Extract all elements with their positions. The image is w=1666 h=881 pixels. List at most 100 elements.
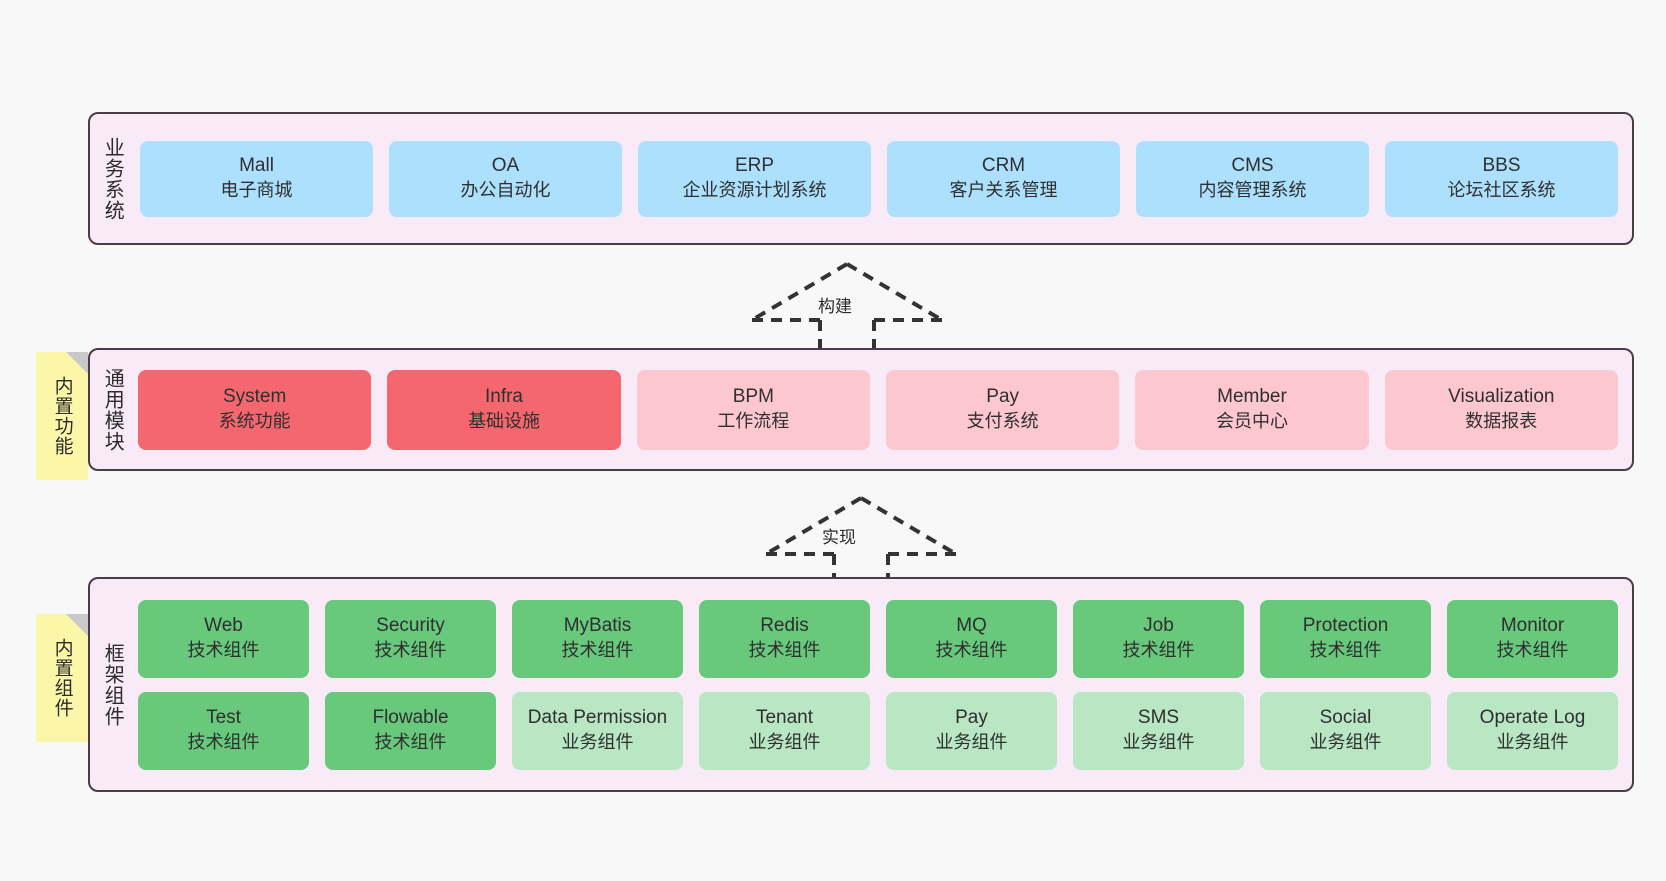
node-visualization-en: Visualization [1448, 386, 1555, 408]
layer-framework-component: 框架组件 Web 技术组件 Security 技术组件 MyBatis 技术组件… [88, 577, 1634, 792]
layer-title-framework-component: 框架组件 [101, 642, 124, 727]
node-operate-log-en: Operate Log [1479, 707, 1586, 729]
node-visualization-cn: 数据报表 [1465, 411, 1538, 432]
node-protection-cn: 技术组件 [1309, 640, 1382, 661]
node-mq[interactable]: MQ 技术组件 [886, 599, 1057, 678]
node-tenant-cn: 业务组件 [748, 732, 821, 753]
node-bpm-cn: 工作流程 [717, 411, 790, 432]
common-module-row: System 系统功能 Infra 基础设施 BPM 工作流程 Pay 支付系统… [138, 369, 1618, 450]
node-cms-cn: 内容管理系统 [1198, 180, 1307, 201]
node-data-permission-cn: 业务组件 [561, 732, 634, 753]
node-bbs[interactable]: BBS 论坛社区系统 [1385, 140, 1618, 217]
node-pay-common-en: Pay [986, 386, 1020, 408]
node-web-cn: 技术组件 [187, 640, 260, 661]
node-cms-en: CMS [1231, 155, 1274, 177]
node-redis-cn: 技术组件 [748, 640, 821, 661]
node-data-permission-en: Data Permission [527, 707, 668, 729]
node-pay-common-cn: 支付系统 [966, 411, 1039, 432]
node-sms-cn: 业务组件 [1122, 732, 1195, 753]
node-pay-framework-en: Pay [955, 707, 988, 729]
node-pay-common[interactable]: Pay 支付系统 [885, 369, 1120, 450]
node-redis[interactable]: Redis 技术组件 [699, 599, 870, 678]
node-bbs-cn: 论坛社区系统 [1447, 180, 1556, 201]
node-mybatis[interactable]: MyBatis 技术组件 [512, 599, 683, 678]
note-builtin-functions: 内置功能 [36, 352, 88, 480]
node-bbs-en: BBS [1482, 155, 1521, 177]
node-crm[interactable]: CRM 客户关系管理 [887, 140, 1120, 217]
layer-body-business-system: Mall 电子商城 OA 办公自动化 ERP 企业资源计划系统 CRM 客户关系… [134, 114, 1632, 243]
node-monitor[interactable]: Monitor 技术组件 [1447, 599, 1618, 678]
node-flowable-cn: 技术组件 [374, 732, 447, 753]
node-redis-en: Redis [760, 615, 809, 637]
layer-title-common-module: 通用模块 [101, 367, 124, 452]
node-test-cn: 技术组件 [187, 732, 260, 753]
note-builtin-functions-label: 内置功能 [51, 376, 73, 456]
node-social-en: Social [1319, 707, 1372, 729]
node-security[interactable]: Security 技术组件 [325, 599, 496, 678]
node-pay-framework[interactable]: Pay 业务组件 [886, 691, 1057, 770]
node-protection[interactable]: Protection 技术组件 [1260, 599, 1431, 678]
layer-common-module: 通用模块 System 系统功能 Infra 基础设施 BPM 工作流程 Pay… [88, 348, 1634, 471]
node-job-en: Job [1143, 615, 1174, 637]
node-bpm-en: BPM [732, 386, 774, 408]
node-job-cn: 技术组件 [1122, 640, 1195, 661]
node-tenant[interactable]: Tenant 业务组件 [699, 691, 870, 770]
node-sms[interactable]: SMS 业务组件 [1073, 691, 1244, 770]
node-mybatis-cn: 技术组件 [561, 640, 634, 661]
node-member-cn: 会员中心 [1215, 411, 1288, 432]
node-test[interactable]: Test 技术组件 [138, 691, 309, 770]
node-social-cn: 业务组件 [1309, 732, 1382, 753]
node-web-en: Web [204, 615, 243, 637]
node-test-en: Test [206, 707, 241, 729]
node-member-en: Member [1217, 386, 1287, 408]
note-builtin-components: 内置组件 [36, 614, 88, 742]
node-infra-cn: 基础设施 [467, 411, 540, 432]
node-oa[interactable]: OA 办公自动化 [389, 140, 622, 217]
node-operate-log-cn: 业务组件 [1496, 732, 1569, 753]
node-flowable[interactable]: Flowable 技术组件 [325, 691, 496, 770]
node-oa-cn: 办公自动化 [460, 180, 551, 201]
node-mybatis-en: MyBatis [563, 615, 632, 637]
node-data-permission[interactable]: Data Permission 业务组件 [512, 691, 683, 770]
node-system-en: System [222, 386, 287, 408]
node-protection-en: Protection [1302, 615, 1389, 637]
node-crm-cn: 客户关系管理 [949, 180, 1058, 201]
node-social[interactable]: Social 业务组件 [1260, 691, 1431, 770]
layer-body-framework-component: Web 技术组件 Security 技术组件 MyBatis 技术组件 Redi… [134, 579, 1632, 790]
node-job[interactable]: Job 技术组件 [1073, 599, 1244, 678]
node-bpm[interactable]: BPM 工作流程 [636, 369, 870, 450]
node-tenant-en: Tenant [755, 707, 814, 729]
node-erp-cn: 企业资源计划系统 [682, 180, 827, 201]
node-web[interactable]: Web 技术组件 [138, 599, 309, 678]
node-visualization[interactable]: Visualization 数据报表 [1384, 369, 1618, 450]
node-infra-en: Infra [484, 386, 523, 408]
node-erp-en: ERP [734, 155, 775, 177]
node-member[interactable]: Member 会员中心 [1135, 369, 1369, 450]
node-pay-framework-cn: 业务组件 [935, 732, 1008, 753]
framework-row-1: Web 技术组件 Security 技术组件 MyBatis 技术组件 Redi… [138, 599, 1618, 678]
node-crm-en: CRM [981, 155, 1026, 177]
layer-business-system: 业务系统 Mall 电子商城 OA 办公自动化 ERP 企业资源计划系统 CRM… [88, 112, 1634, 245]
node-cms[interactable]: CMS 内容管理系统 [1136, 140, 1369, 217]
node-monitor-en: Monitor [1500, 615, 1565, 637]
note-builtin-components-label: 内置组件 [51, 638, 73, 718]
node-operate-log[interactable]: Operate Log 业务组件 [1447, 691, 1618, 770]
node-system-cn: 系统功能 [218, 411, 291, 432]
node-mq-cn: 技术组件 [935, 640, 1008, 661]
business-system-row: Mall 电子商城 OA 办公自动化 ERP 企业资源计划系统 CRM 客户关系… [140, 140, 1618, 217]
arrow-implement-label: 实现 [822, 528, 856, 547]
arrow-implement-icon [764, 496, 958, 586]
layer-body-common-module: System 系统功能 Infra 基础设施 BPM 工作流程 Pay 支付系统… [134, 350, 1632, 469]
node-system[interactable]: System 系统功能 [138, 369, 372, 450]
node-mall-cn: 电子商城 [220, 180, 293, 201]
node-erp[interactable]: ERP 企业资源计划系统 [638, 140, 871, 217]
arrow-build-label: 构建 [818, 297, 852, 316]
node-monitor-cn: 技术组件 [1496, 640, 1569, 661]
node-mq-en: MQ [956, 615, 987, 637]
node-security-en: Security [376, 615, 445, 637]
node-infra[interactable]: Infra 基础设施 [387, 369, 621, 450]
node-flowable-en: Flowable [372, 707, 449, 729]
node-mall[interactable]: Mall 电子商城 [140, 140, 373, 217]
node-sms-en: SMS [1137, 707, 1180, 729]
